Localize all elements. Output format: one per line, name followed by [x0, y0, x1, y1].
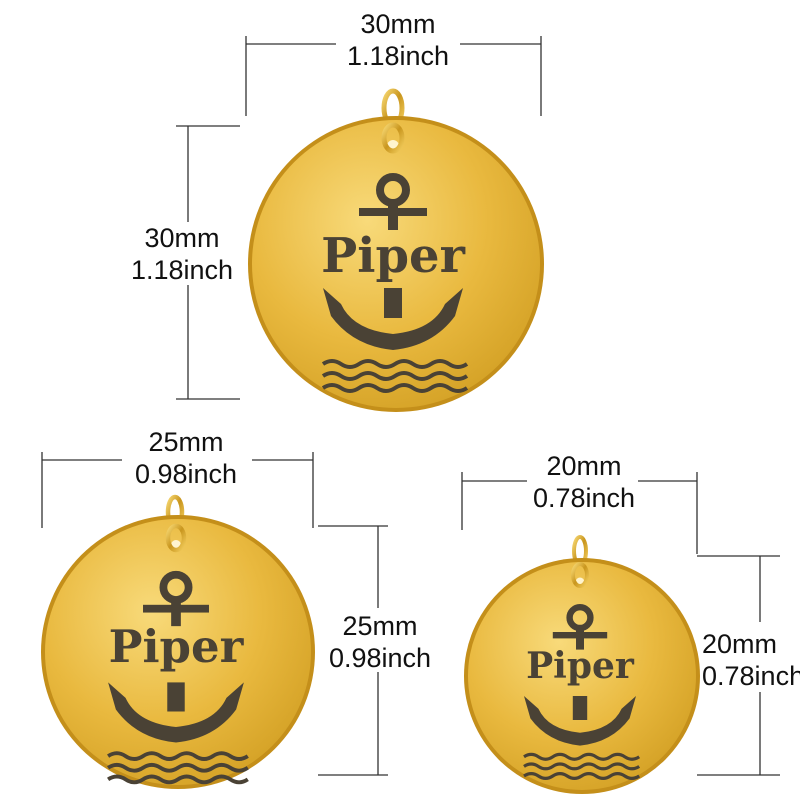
large-height-inch: 1.18inch	[130, 255, 234, 285]
engraved-name-large: Piper	[321, 228, 465, 284]
small-width-mm: 20mm	[546, 451, 622, 481]
engraved-name-medium: Piper	[109, 620, 245, 673]
medium-width-inch: 0.98inch	[134, 459, 238, 489]
dimension-lines	[41, 36, 780, 776]
small-height-mm: 20mm	[702, 629, 778, 659]
large-width-inch: 1.18inch	[346, 41, 450, 71]
medium-height-mm: 25mm	[342, 611, 418, 641]
small-width-inch: 0.78inch	[532, 483, 636, 513]
medium-width-label: 25mm 0.98inch	[118, 426, 254, 490]
large-width-mm: 30mm	[360, 9, 436, 39]
medium-width-mm: 25mm	[148, 427, 224, 457]
medium-height-inch: 0.98inch	[328, 643, 432, 673]
small-height-label: 20mm 0.78inch	[702, 628, 800, 692]
large-width-label: 30mm 1.18inch	[330, 8, 466, 72]
medium-height-label: 25mm 0.98inch	[314, 610, 446, 674]
tag-large	[248, 88, 544, 412]
tag-medium	[41, 494, 315, 789]
large-height-label: 30mm 1.18inch	[116, 222, 248, 286]
engraved-name-small: Piper	[526, 645, 635, 687]
large-height-mm: 30mm	[144, 223, 220, 253]
tag-small	[464, 535, 700, 794]
small-height-inch: 0.78inch	[702, 661, 800, 691]
small-width-label: 20mm 0.78inch	[516, 450, 652, 514]
